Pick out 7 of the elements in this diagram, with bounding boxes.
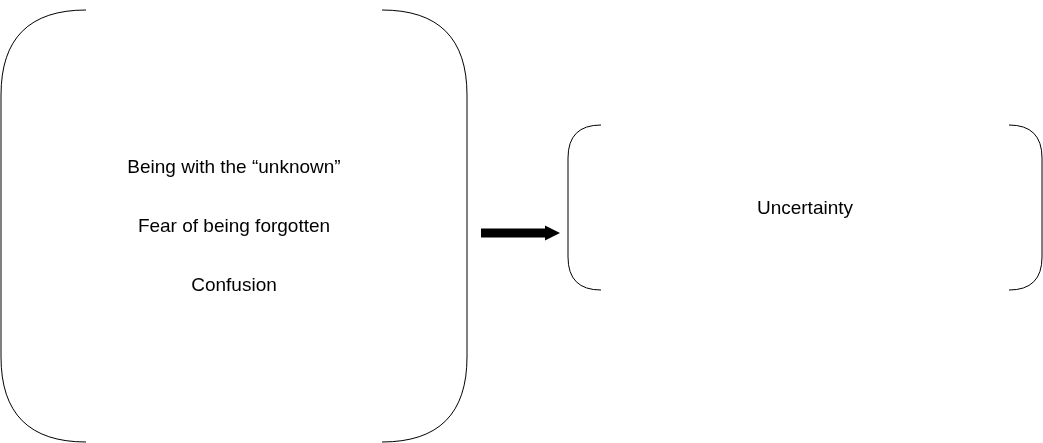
node-text: Fear of being forgotten (137, 215, 331, 237)
arrow (481, 225, 561, 241)
bracket-box (1, 10, 467, 442)
bracket-box (568, 125, 1042, 290)
node-text: Confusion (191, 274, 277, 296)
node-text: Being with the “unknown” (127, 156, 341, 178)
node-text: Uncertainty (756, 196, 854, 219)
